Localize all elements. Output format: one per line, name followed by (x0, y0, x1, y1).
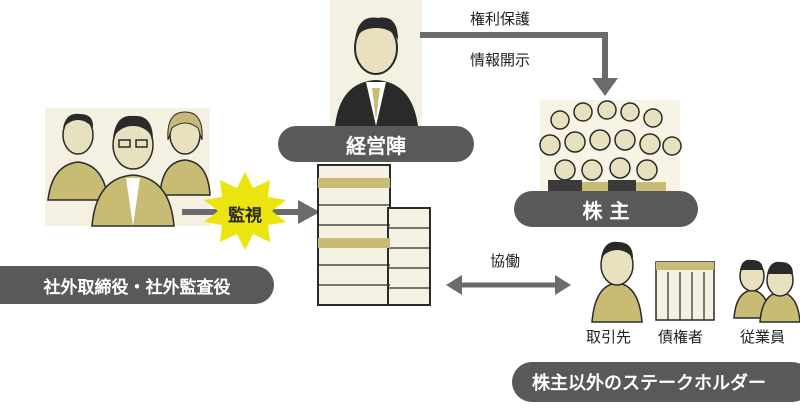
info-disclosure-label: 情報開示 (470, 51, 531, 69)
rights-arrow (420, 32, 608, 80)
rights-arrowhead (592, 78, 618, 96)
shareholders-label: 株 主 (582, 198, 630, 223)
management-figure (330, 0, 422, 126)
monitor-label: 監視 (228, 206, 262, 226)
outside-directors-label: 社外取締役・社外監査役 (43, 277, 231, 298)
collab-arrowhead-left (446, 275, 462, 295)
management-label: 経営陣 (346, 133, 406, 158)
management-pill: 経営陣 (278, 126, 474, 162)
creditor-bank (655, 261, 715, 321)
supplier-figure (591, 241, 643, 323)
company-building (317, 164, 431, 306)
supplier-label: 取引先 (586, 328, 632, 346)
other-stakeholders-pill: 株主以外のステークホルダー (512, 362, 800, 402)
outside-directors-pill: 社外取締役・社外監査役 (0, 266, 274, 304)
collab-arrowhead-right (555, 275, 571, 295)
monitor-burst (204, 172, 286, 250)
shareholders-crowd (539, 100, 682, 195)
other-stakeholders-label: 株主以外のステークホルダー (532, 373, 766, 394)
creditor-label: 債権者 (658, 328, 704, 346)
shareholders-pill: 株 主 (514, 191, 698, 227)
outside-directors-figures (45, 108, 211, 227)
collaboration-label: 協働 (490, 252, 521, 270)
rights-protection-label: 権利保護 (470, 10, 531, 28)
monitor-arrowhead (298, 200, 320, 224)
employees-figures (733, 259, 800, 323)
employee-label: 従業員 (740, 328, 786, 346)
